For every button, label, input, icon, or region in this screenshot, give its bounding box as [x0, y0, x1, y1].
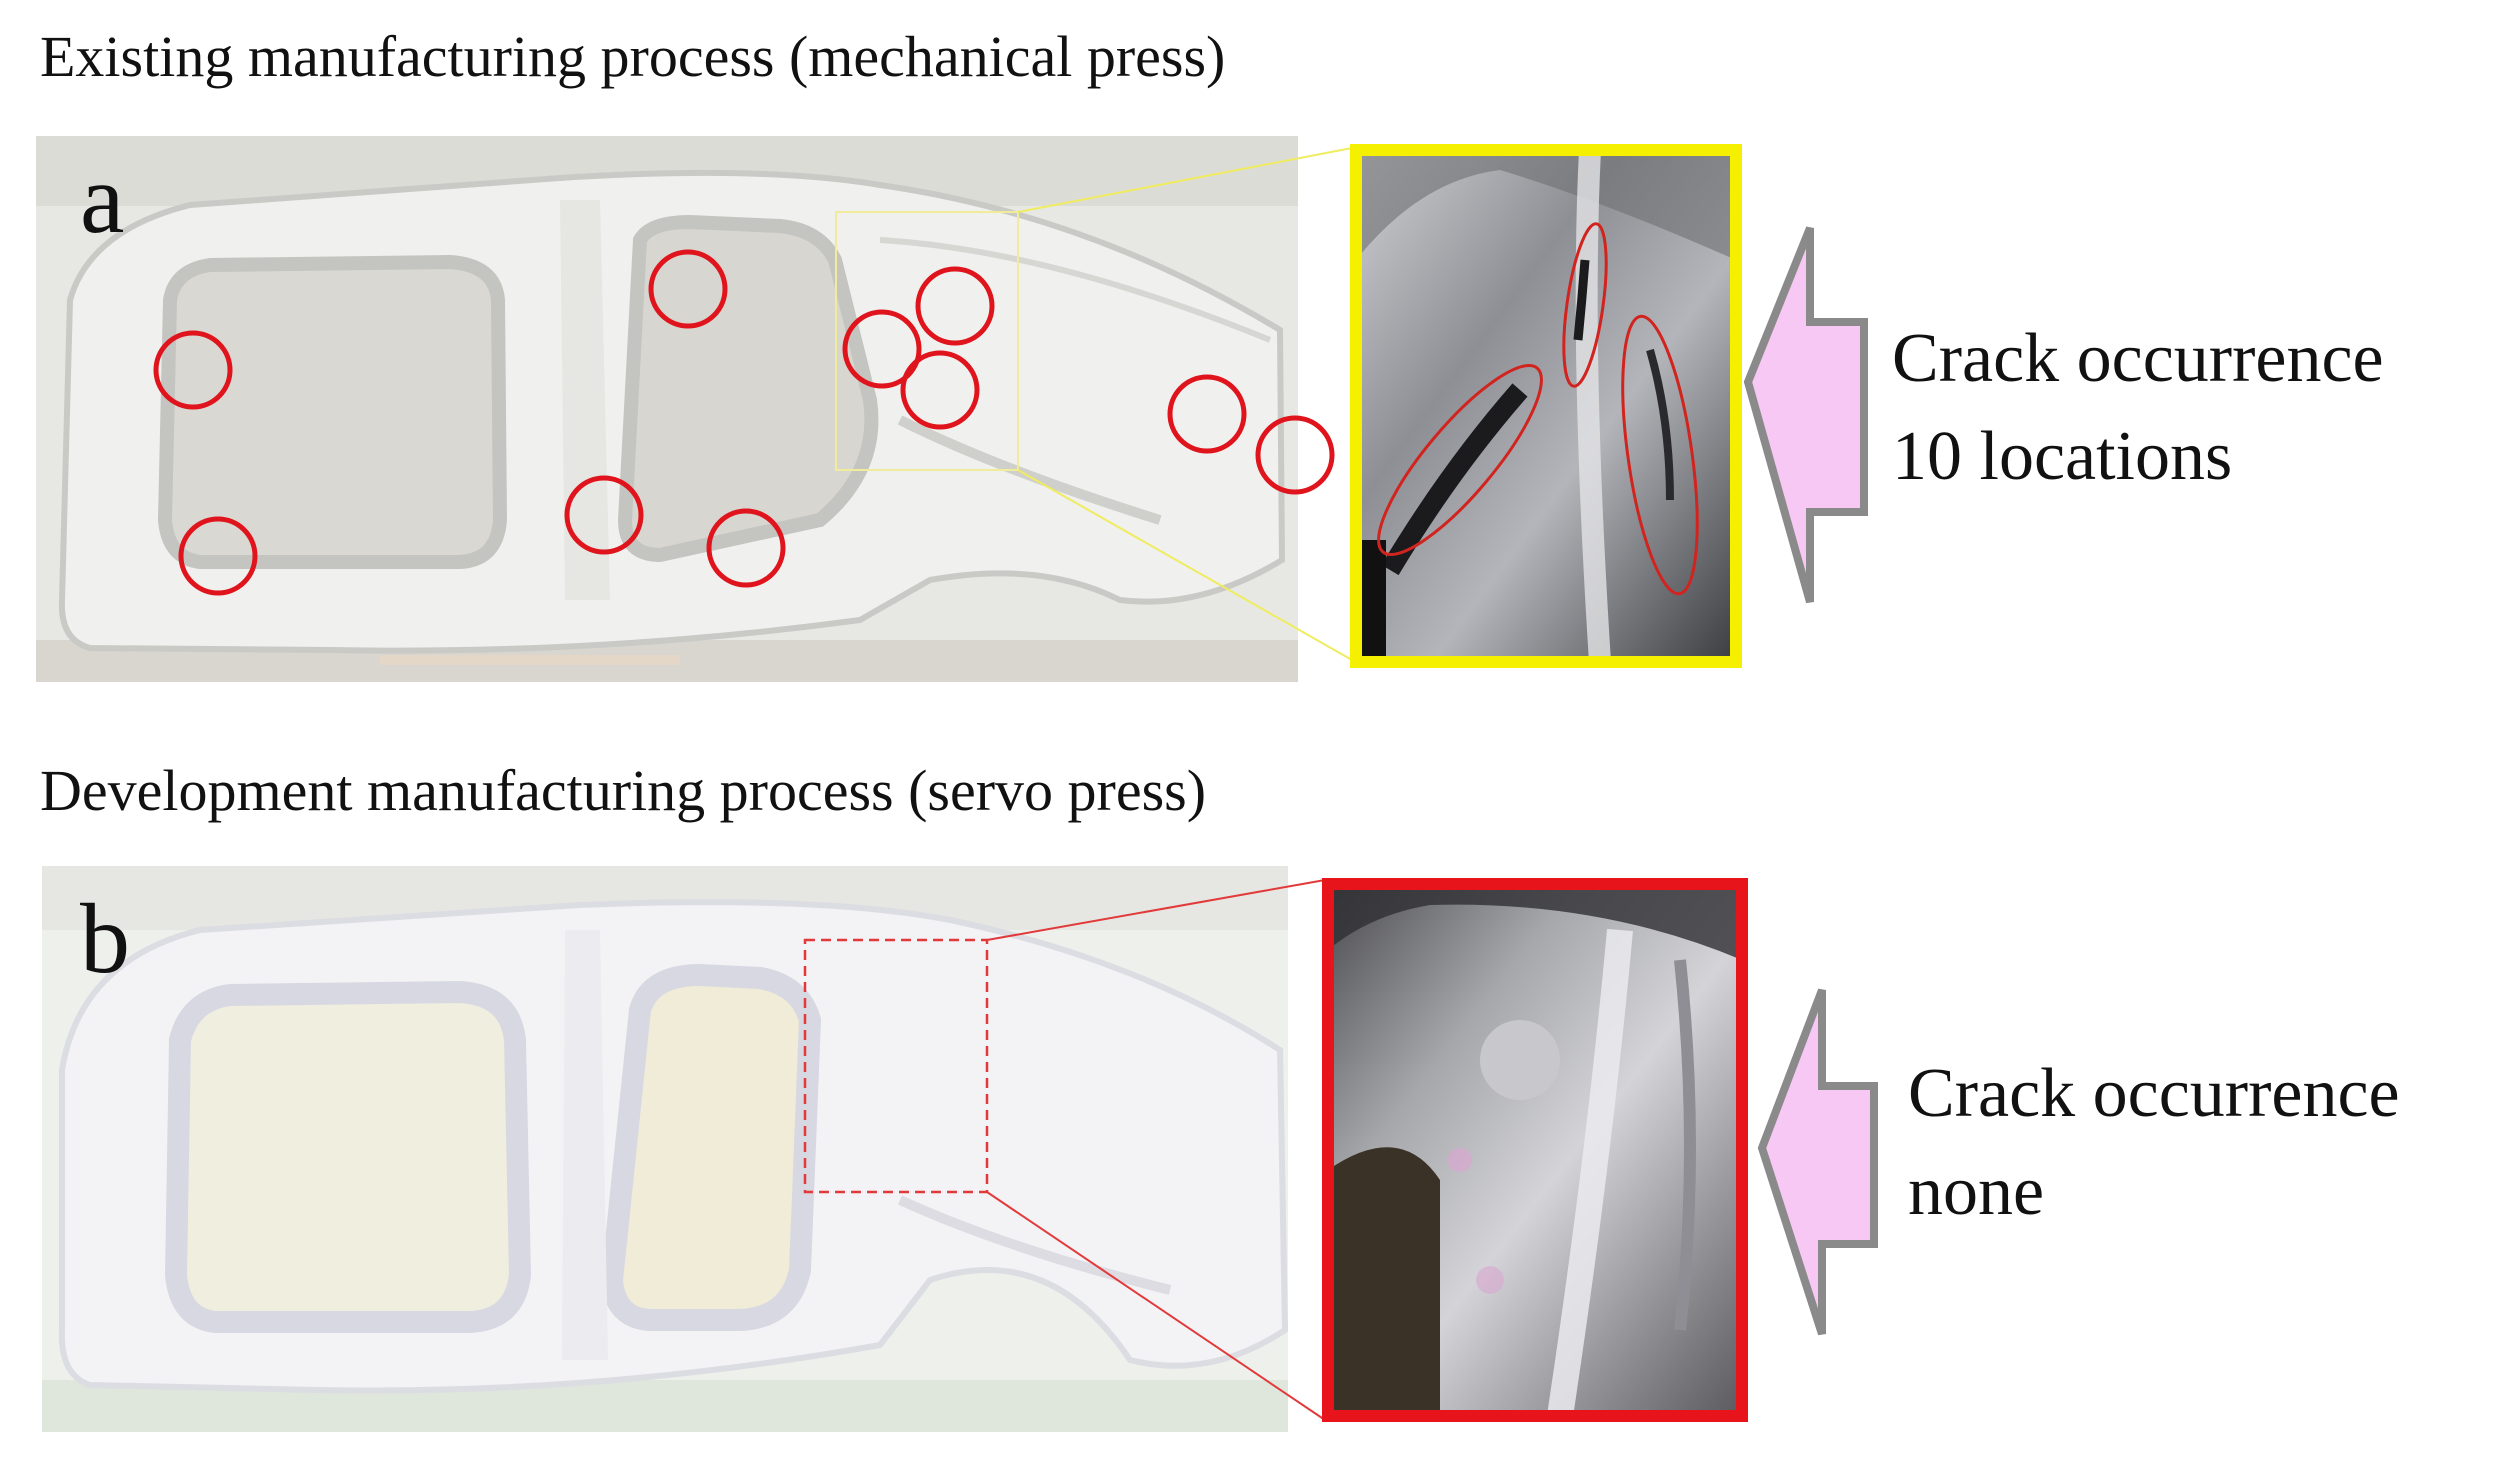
crack-marker: [178, 516, 258, 596]
panel-b-caption-line1: Crack occurrence: [1908, 1055, 2400, 1132]
panel-a-letter: a: [80, 143, 124, 254]
crack-marker: [915, 266, 995, 346]
crack-marker: [1167, 374, 1247, 454]
panel-b-zoom-line-bottom: [986, 1191, 1326, 1421]
panel-a-zoom-inset: [1356, 149, 1736, 663]
crack-marker: [900, 350, 980, 430]
panel-a-detail-region: [835, 211, 1019, 471]
crack-markers: [153, 249, 1335, 596]
panel-a-caption: Crack occurrence 10 locations: [1892, 310, 2384, 506]
panel-b-zoom-line-top: [986, 879, 1326, 941]
panel-b-heading: Development manufacturing process (servo…: [40, 758, 1207, 823]
panel-a-photo: [36, 136, 1298, 682]
crack-marker: [153, 330, 233, 410]
panel-b-arrow-icon: [1757, 988, 1878, 1336]
panel-a-heading: Existing manufacturing process (mechanic…: [40, 24, 1226, 89]
panel-b-caption-line2: none: [1908, 1153, 2045, 1230]
panel-a-caption-line1: Crack occurrence: [1892, 320, 2384, 397]
panel-a-zoom-line-bottom: [1017, 469, 1353, 661]
panel-b-photo: [42, 866, 1289, 1432]
panel-b-zoom-inset: [1328, 884, 1742, 1418]
crack-marker: [1255, 415, 1335, 495]
panel-a-zoom-frame: [1350, 144, 1742, 668]
panel-b-caption: Crack occurrence none: [1908, 1045, 2400, 1241]
panel-a-arrow-icon: [1743, 226, 1868, 604]
panel-b-zoom-frame: [1322, 878, 1748, 1422]
crack-marker: [648, 249, 728, 329]
panel-b-letter: b: [80, 883, 130, 994]
panel-a-zoom-line-top: [1017, 147, 1353, 213]
crack-marker: [706, 508, 786, 588]
panel-b-detail-region: [803, 938, 989, 1194]
panel-a-caption-line2: 10 locations: [1892, 418, 2233, 495]
crack-marker: [842, 309, 922, 389]
crack-marker: [564, 475, 644, 555]
